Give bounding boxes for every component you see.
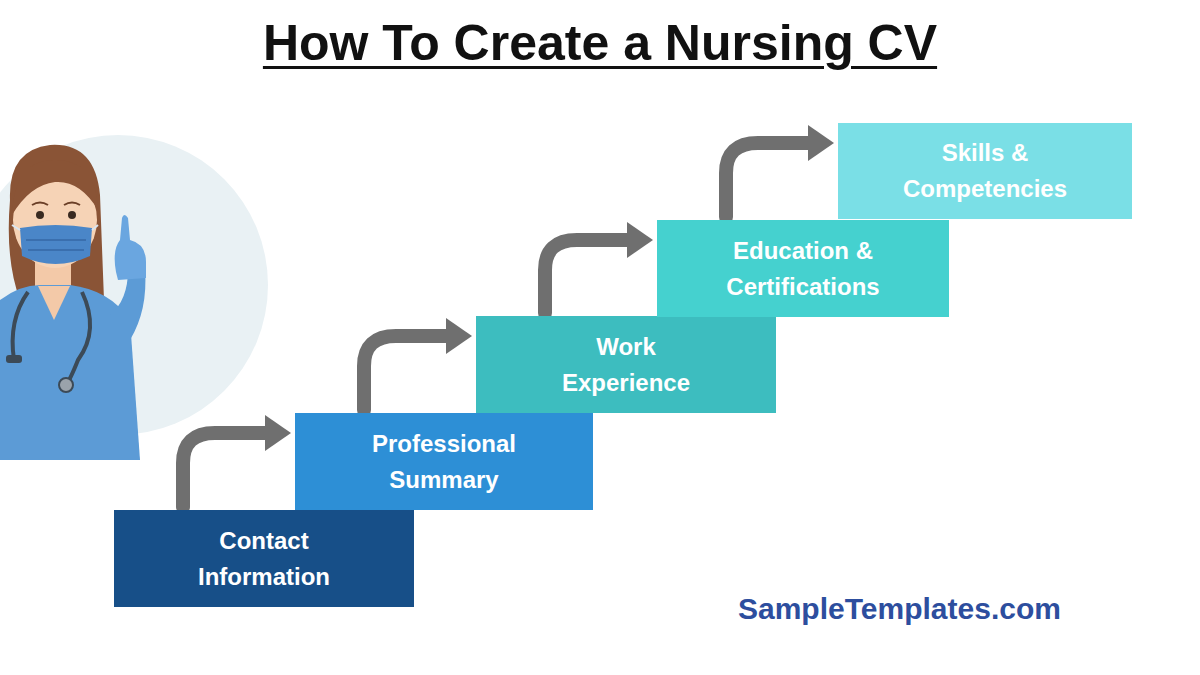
arrow-shaft: [726, 143, 812, 217]
collar: [38, 286, 70, 320]
arrow-head: [446, 318, 472, 354]
mask-strap: [12, 225, 98, 230]
stethoscope-chest: [59, 378, 73, 392]
step-label: Professional Summary: [354, 426, 534, 498]
arrow-shaft: [545, 240, 631, 313]
arrow-shaft: [183, 433, 269, 507]
step-box: Contact Information: [114, 510, 414, 607]
brows: [32, 203, 80, 206]
eye: [36, 211, 44, 219]
step-arrow: [364, 318, 472, 410]
step-label: Skills & Competencies: [895, 135, 1075, 207]
step-box: Education & Certifications: [657, 220, 949, 317]
watermark: SampleTemplates.com: [738, 592, 1061, 626]
step-arrow: [183, 415, 291, 507]
arrow-head: [265, 415, 291, 451]
step-arrow: [726, 125, 834, 217]
arrow-head: [627, 222, 653, 258]
step-box: Skills & Competencies: [838, 123, 1132, 219]
stethoscope-ear: [6, 355, 22, 363]
mask-pleats: [26, 240, 86, 250]
eye: [68, 211, 76, 219]
step-label: Education & Certifications: [713, 233, 893, 305]
arrow-shaft: [364, 336, 450, 410]
step-label: Work Experience: [536, 329, 716, 401]
step-box: Professional Summary: [295, 413, 593, 510]
step-label: Contact Information: [174, 523, 354, 595]
glove: [115, 215, 146, 280]
arrow-head: [808, 125, 834, 161]
step-box: Work Experience: [476, 316, 776, 413]
step-arrow: [545, 222, 653, 313]
hair: [9, 145, 104, 305]
hair-fringe: [12, 160, 98, 215]
arm: [110, 270, 145, 340]
stethoscope: [13, 292, 90, 385]
mask: [20, 225, 92, 264]
diagram-title: How To Create a Nursing CV: [0, 14, 1200, 72]
